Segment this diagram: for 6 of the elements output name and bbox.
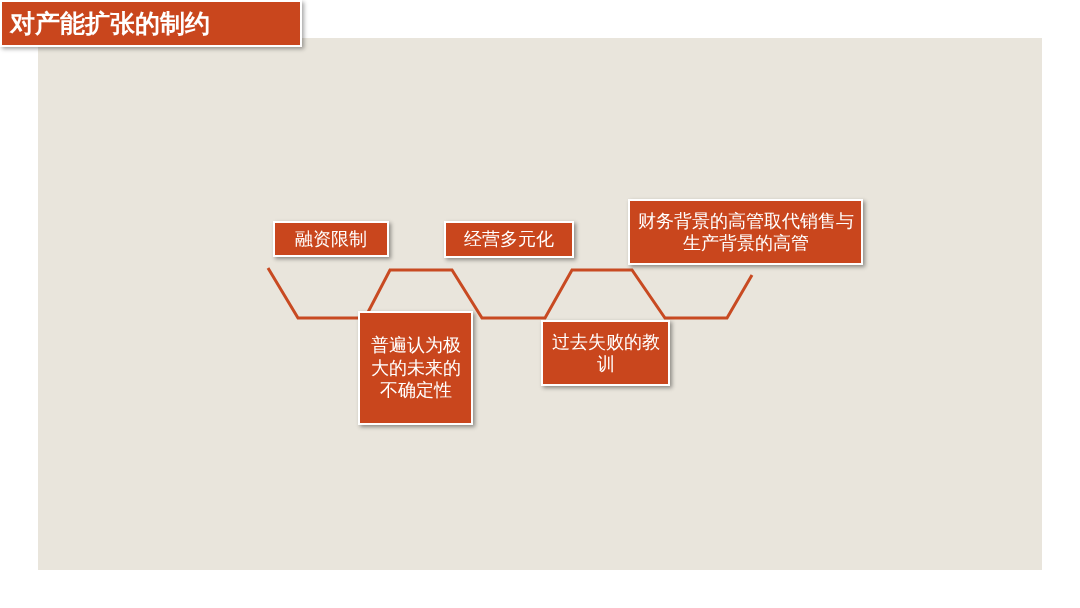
title-banner: 对产能扩张的制约	[0, 0, 302, 47]
label-box: 经营多元化	[444, 221, 574, 258]
label-box: 过去失败的教训	[541, 320, 670, 386]
label-box: 财务背景的高管取代销售与生产背景的高管	[628, 199, 863, 265]
label-box: 普遍认为极大的未来的不确定性	[358, 311, 473, 425]
label-box: 融资限制	[273, 221, 389, 257]
